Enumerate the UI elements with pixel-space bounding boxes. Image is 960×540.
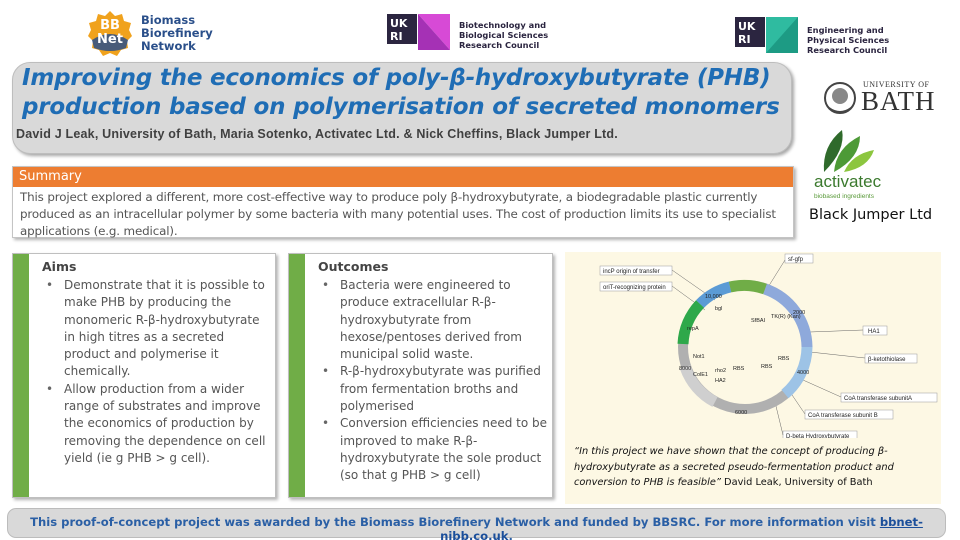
bbsrc-line3: Research Council — [459, 40, 540, 50]
activatec-logo: activatec biobased ingredients — [812, 126, 912, 208]
epsrc-line1: Engineering and — [807, 25, 884, 35]
bbnet-logo: BB Net Biomass Biorefinery Network — [88, 10, 218, 58]
outcomes-list: Bacteria were engineered to produce extr… — [318, 277, 548, 485]
plasmid-segment-bgl — [696, 281, 732, 308]
bbnet-name-line3: Network — [141, 39, 196, 53]
coa-b-label: CoA transferase subunit B — [808, 413, 878, 419]
outcomes-accent-bar — [289, 254, 305, 497]
ha1-label: HA1 — [868, 329, 880, 335]
plasmid-segment-tk — [763, 283, 813, 348]
summary-heading: Summary — [13, 167, 793, 187]
incp-label: incP origin of transfer — [603, 269, 660, 275]
quote-text: “In this project we have shown that the … — [574, 446, 894, 488]
ring-label-rbs-2: RBS — [761, 364, 773, 370]
dbeta-label: D-beta Hydroxybutyrate — [786, 434, 850, 440]
bath-wordmark: BATH — [861, 86, 936, 116]
plasmid-segment-sfgfp — [728, 279, 767, 295]
aims-list: Demonstrate that it is possible to make … — [42, 277, 274, 467]
footer-panel — [7, 508, 946, 538]
ring-label-cole1: ColE1 — [693, 372, 708, 378]
bbnet-badge-text: BB Net — [97, 18, 123, 47]
summary-panel: Summary This project explored a differen… — [12, 166, 794, 238]
plasmid-segment-rbs — [781, 346, 813, 399]
ukri-epsrc-logo: UK RI — [735, 17, 799, 55]
orit-label: oriT-recognizing protein — [603, 285, 666, 291]
bbsrc-line1: Biotechnology and — [459, 20, 547, 30]
sfgfp-label-box — [784, 253, 814, 264]
ring-label-not1: Not1 — [693, 354, 705, 360]
ring-label-8000: 8000 — [679, 366, 691, 372]
bbnet-badge-icon — [88, 11, 132, 56]
ha1-label-box — [862, 325, 888, 336]
footer-text: This proof-of-concept project was awarde… — [30, 515, 880, 529]
outcomes-heading: Outcomes — [318, 259, 389, 274]
black-jumper-name: Black Jumper Ltd — [809, 207, 933, 223]
bath-small-text: UNIVERSITY OF — [863, 80, 930, 89]
coa-b-label-box — [804, 409, 894, 420]
outcomes-item: Bacteria were engineered to produce extr… — [318, 277, 548, 363]
epsrc-line2: Physical Sciences — [807, 35, 890, 45]
footer-link[interactable]: bbnet-nibb.co.uk — [440, 515, 923, 540]
ketothiolase-label: β-ketothiolase — [868, 357, 906, 363]
bbnet-name: Biomass Biorefinery Network — [141, 14, 213, 53]
ring-label-ha2: HA2 — [715, 378, 726, 384]
title-panel — [12, 62, 792, 154]
epsrc-flag-icon — [766, 17, 798, 53]
ring-label-10000: 10,000 — [705, 294, 722, 300]
epsrc-line3: Research Council — [807, 45, 888, 55]
aims-heading: Aims — [42, 259, 77, 274]
outcomes-item: R-β-hydroxybutyrate was purified from fe… — [318, 363, 548, 415]
plasmid-map: incP origin of transfer oriT-recognizing… — [599, 253, 938, 441]
bbsrc-name: Biotechnology and Biological Sciences Re… — [459, 20, 548, 50]
aims-item: Allow production from a wider range of s… — [42, 381, 274, 467]
bbnet-name-line2: Biorefinery — [141, 26, 213, 40]
activatec-name: activatec — [814, 172, 882, 191]
aims-panel: Aims Demonstrate that it is possible to … — [12, 253, 276, 498]
bath-crest-icon — [824, 82, 856, 114]
bbsrc-flag-icon — [418, 14, 450, 50]
outcomes-panel: Outcomes Bacteria were engineered to pro… — [288, 253, 553, 498]
university-of-bath-logo: UNIVERSITY OF BATH — [823, 78, 939, 120]
ring-label-4000: 4000 — [797, 370, 809, 376]
aims-item: Demonstrate that it is possible to make … — [42, 277, 274, 381]
incp-label-box — [599, 265, 673, 276]
coa-a-label-box — [840, 392, 938, 403]
footer: This proof-of-concept project was awarde… — [7, 515, 946, 540]
activatec-tagline: biobased ingredients — [814, 193, 874, 200]
ukri-mark-2: UK RI — [735, 17, 765, 47]
authors: David J Leak, University of Bath, Maria … — [16, 127, 618, 141]
outcomes-item: Conversion efficiencies need to be impro… — [318, 415, 548, 484]
plasmid-segment-ha2 — [679, 365, 718, 407]
plasmid-segment-repa — [677, 300, 705, 345]
epsrc-name: Engineering and Physical Sciences Resear… — [807, 25, 889, 55]
ring-label-tk: TK(R) (Kan) — [771, 314, 801, 320]
ring-label-bgl: bgl — [715, 306, 722, 312]
ring-label-2000: 2000 — [793, 310, 805, 316]
activatec-leaves-icon — [823, 130, 874, 172]
ring-label-sfbai: SfBAI — [751, 318, 766, 324]
footer-end: . — [508, 529, 513, 540]
ring-label-rbs-3: RBS — [733, 366, 745, 372]
ukri-bbsrc-logo: UK RI — [387, 14, 451, 52]
quote: “In this project we have shown that the … — [574, 444, 934, 491]
ring-label-rbs-1: RBS — [778, 356, 790, 362]
ring-label-repa: repA — [687, 326, 699, 332]
quote-panel — [565, 438, 937, 494]
aims-accent-bar — [13, 254, 29, 497]
bbnet-name-line1: Biomass — [141, 13, 196, 27]
poster-title: Improving the economics of poly-β-hydrox… — [22, 65, 780, 120]
quote-attribution: David Leak, University of Bath — [720, 477, 873, 488]
coa-a-label: CoA transferase subunitA — [844, 396, 912, 402]
ring-label-6000: 6000 — [735, 410, 747, 416]
ketothiolase-label-box — [864, 353, 918, 364]
ring-label-rho2: rho2 — [715, 368, 726, 374]
orit-label-box — [599, 281, 673, 292]
ukri-mark: UK RI — [387, 14, 417, 44]
summary-text: This project explored a different, more … — [20, 190, 776, 238]
sfgfp-label: sf-gfp — [788, 257, 804, 263]
bbsrc-line2: Biological Sciences — [459, 30, 549, 40]
